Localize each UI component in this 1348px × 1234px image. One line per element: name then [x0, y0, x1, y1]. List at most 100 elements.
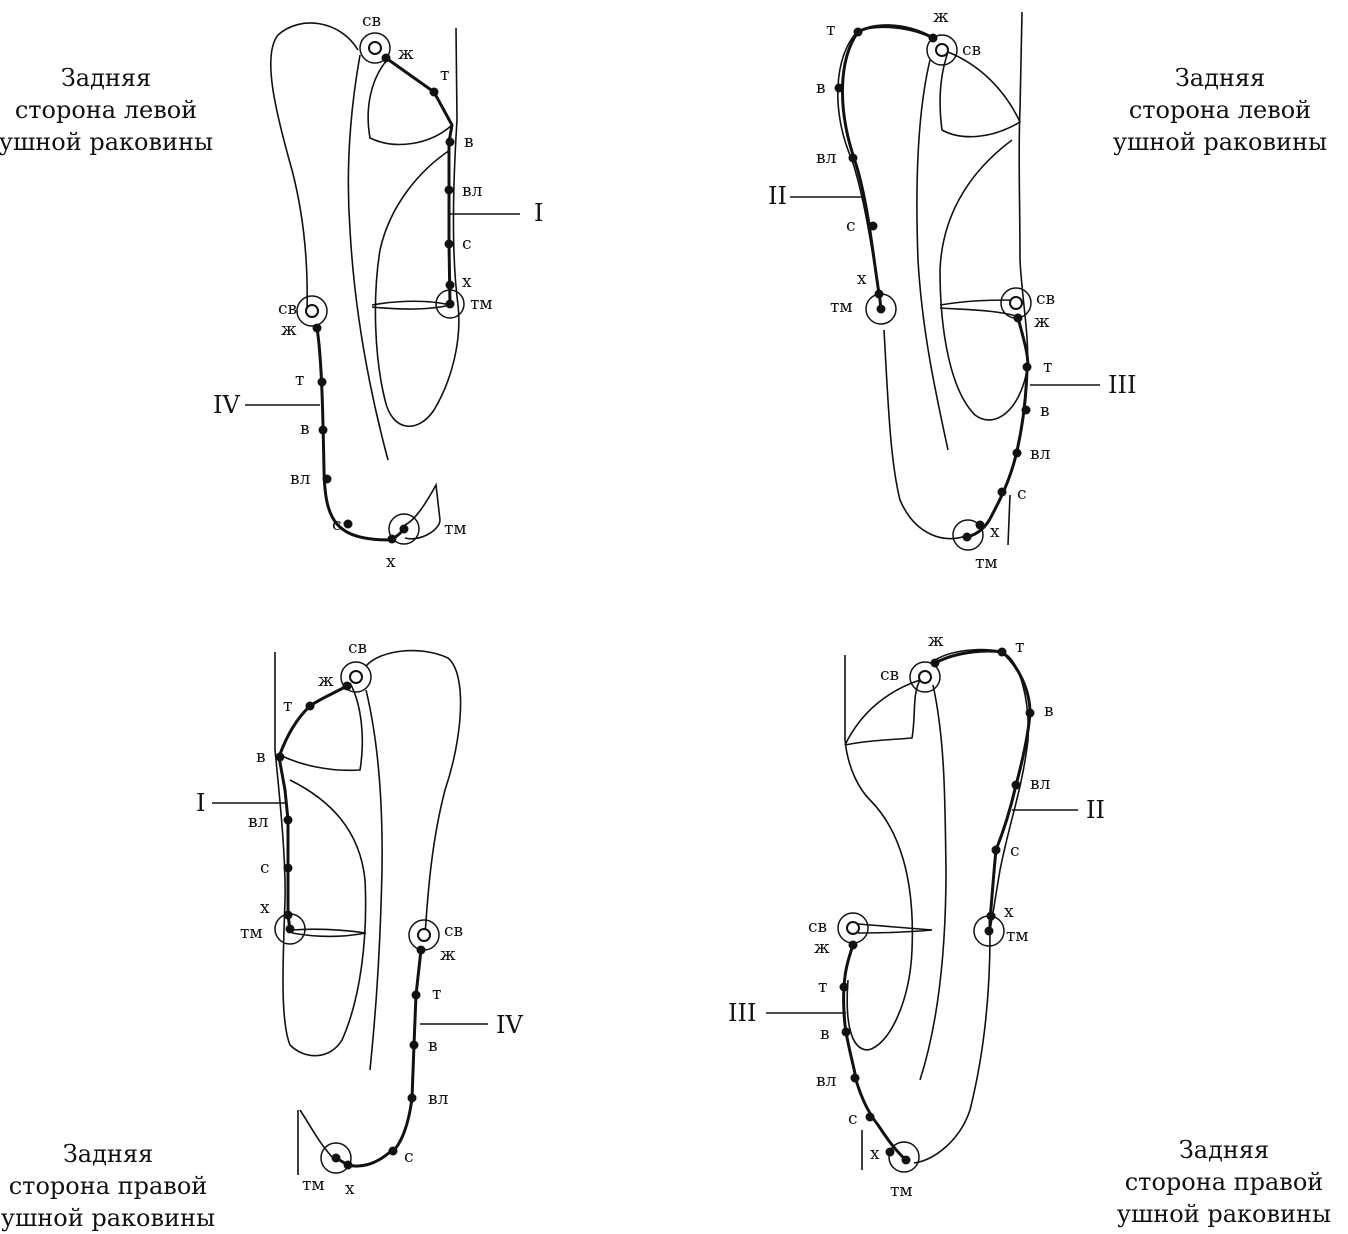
point	[284, 864, 293, 873]
point	[1023, 363, 1032, 372]
point	[319, 426, 328, 435]
ear-outline	[940, 52, 1020, 137]
point-label: с	[404, 1147, 414, 1167]
point	[976, 521, 985, 530]
point	[849, 941, 858, 950]
point-label: в	[256, 747, 266, 767]
point	[1022, 406, 1031, 415]
point	[992, 846, 1001, 855]
point-label: т	[818, 977, 827, 997]
channel-path	[336, 950, 421, 1166]
point	[987, 912, 996, 921]
hollow-point	[847, 922, 859, 934]
point	[286, 925, 295, 934]
point-label: в	[300, 419, 310, 439]
point-label: в	[1044, 701, 1054, 721]
ear-outline	[917, 60, 948, 450]
ear-outline	[366, 690, 382, 1070]
point-label: ж	[814, 938, 830, 958]
point	[998, 488, 1007, 497]
point	[276, 753, 285, 762]
point-label: ж	[281, 320, 297, 340]
point	[931, 659, 940, 668]
channel-label: III	[728, 999, 756, 1027]
channel-label: III	[1108, 371, 1136, 399]
ear-bottom-left: св ж т в вл с х тм св ж т в вл с х тм I …	[196, 638, 523, 1199]
ear-outline	[1008, 495, 1010, 545]
point	[877, 305, 886, 314]
point-label: тм	[444, 519, 467, 539]
channel-path	[935, 651, 1030, 930]
point-label: св	[348, 638, 367, 658]
point-label: т	[1015, 637, 1024, 657]
point-label: ж	[398, 44, 414, 64]
point-label: с	[260, 858, 270, 878]
point	[1014, 314, 1023, 323]
point-label: св	[962, 40, 981, 60]
point	[343, 682, 352, 691]
point-label: т	[295, 370, 304, 390]
ear-outline	[271, 23, 358, 310]
point-label: с	[846, 216, 856, 236]
point-label: х	[990, 522, 1000, 542]
point-label: т	[440, 65, 449, 85]
point	[875, 290, 884, 299]
ear-outline	[405, 485, 440, 539]
hollow-point	[350, 671, 362, 683]
ear-outline	[884, 330, 968, 539]
hollow-point	[936, 44, 948, 56]
point	[306, 702, 315, 711]
point-label: тм	[975, 553, 998, 573]
channel-path	[279, 686, 347, 930]
point-label: х	[1004, 902, 1014, 922]
ear-outline	[845, 680, 920, 745]
point	[1026, 709, 1035, 718]
point-label: св	[362, 11, 381, 31]
hollow-point	[919, 671, 931, 683]
point	[866, 1113, 875, 1122]
ear-outline	[914, 935, 990, 1163]
point-label: ж	[928, 631, 944, 651]
point-label: в	[464, 132, 474, 152]
hollow-point	[418, 929, 430, 941]
ear-outline	[858, 924, 932, 933]
point	[446, 138, 455, 147]
point	[902, 1156, 911, 1165]
point	[1012, 781, 1021, 790]
ear-outline	[375, 28, 458, 426]
point	[842, 1028, 851, 1037]
point-label: тм	[1006, 926, 1029, 946]
channel-label: I	[534, 199, 543, 227]
point-label: в	[820, 1024, 830, 1044]
point-label: тм	[890, 1181, 913, 1201]
channel-path	[842, 26, 933, 310]
point-label: с	[1010, 841, 1020, 861]
hollow-point	[306, 305, 318, 317]
point-label: тм	[240, 923, 263, 943]
point	[963, 533, 972, 542]
channel-label: II	[1086, 796, 1105, 824]
channel-label: II	[768, 182, 787, 210]
point-label: т	[283, 696, 292, 716]
point-label: х	[345, 1179, 355, 1199]
point-label: вл	[816, 148, 837, 168]
point-label: х	[386, 552, 396, 572]
point-label: в	[816, 78, 826, 98]
channel-label: IV	[496, 1011, 523, 1039]
channel-label: IV	[213, 391, 240, 419]
point-label: тм	[830, 297, 853, 317]
point	[389, 1147, 398, 1156]
point	[417, 946, 426, 955]
point-label: т	[1043, 357, 1052, 377]
point-label: в	[1040, 401, 1050, 421]
point	[446, 281, 455, 290]
point-label: вл	[462, 181, 483, 201]
point	[318, 378, 327, 387]
hollow-point	[1010, 297, 1022, 309]
point	[849, 154, 858, 163]
point	[344, 1161, 353, 1170]
point	[445, 186, 454, 195]
channel-path	[967, 318, 1028, 537]
point-label: св	[880, 665, 899, 685]
point	[446, 300, 455, 309]
